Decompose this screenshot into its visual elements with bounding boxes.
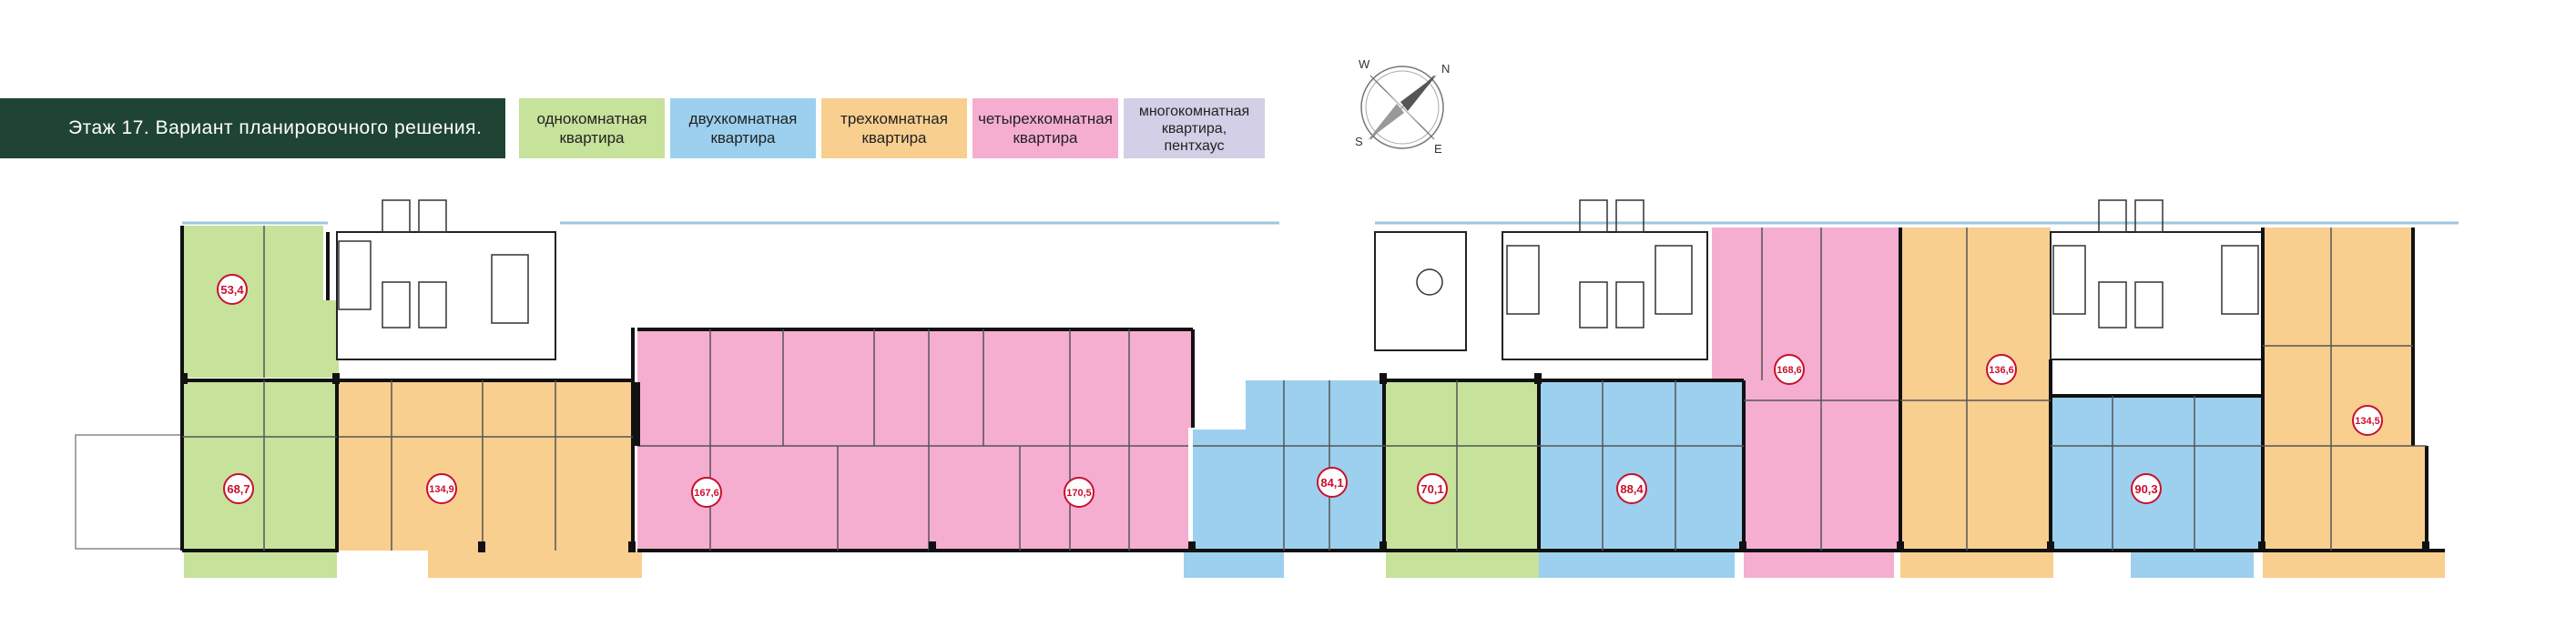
- apartment-zone-5: [929, 329, 1193, 551]
- compass-south-label: S: [1355, 135, 1363, 148]
- core-center: [1502, 231, 1708, 360]
- legend-three-room-label: трехкомнатная квартира: [840, 110, 948, 147]
- legend-four-room-label: четырехкомнатная квартира: [978, 110, 1113, 147]
- area-label-6-text: 84,1: [1320, 476, 1343, 490]
- area-labels: 53,4 68,7 134,9 167,6 170,5 84,1 70,1 88…: [217, 274, 2383, 508]
- legend-two-room: двухкомнатная квартира: [670, 98, 816, 158]
- legend-four-room: четырехкомнатная квартира: [972, 98, 1118, 158]
- area-label-10: 136,6: [1986, 354, 2017, 385]
- compass-east-label: E: [1434, 142, 1442, 156]
- area-label-4: 167,6: [691, 477, 722, 508]
- area-label-7-text: 70,1: [1420, 482, 1443, 496]
- area-label-4-text: 167,6: [694, 488, 719, 499]
- area-label-11: 90,3: [2131, 473, 2162, 504]
- apartment-zone-10: [1900, 228, 2053, 578]
- compass-rose: N E S W: [1355, 57, 1450, 156]
- apartment-zone-7: [1384, 380, 1539, 578]
- apartment-zone-3: [339, 380, 642, 578]
- legend-two-room-label: двухкомнатная квартира: [688, 110, 798, 147]
- legend-one-room: однокомнатная квартира: [519, 98, 665, 158]
- legend-one-room-label: однокомнатная квартира: [536, 110, 647, 147]
- core-right: [2050, 231, 2263, 360]
- area-label-3-text: 134,9: [429, 484, 454, 495]
- area-label-8-text: 88,4: [1620, 482, 1644, 496]
- area-label-2: 68,7: [223, 473, 254, 504]
- area-label-2-text: 68,7: [227, 482, 249, 496]
- area-label-6: 84,1: [1317, 467, 1348, 498]
- apartment-zone-12: [2263, 228, 2445, 578]
- area-label-1-text: 53,4: [220, 283, 244, 297]
- area-label-12-text: 134,5: [2355, 416, 2380, 427]
- terrace-left: [75, 434, 186, 550]
- structural-columns: [180, 373, 2429, 552]
- legend-multi-room-label: многокомнатная квартира, пентхаус: [1138, 103, 1250, 154]
- area-label-1: 53,4: [217, 274, 248, 305]
- apartment-zones: [184, 226, 2445, 578]
- interior-partitions: [182, 226, 2427, 551]
- area-label-7: 70,1: [1417, 473, 1448, 504]
- compass-west-label: W: [1359, 57, 1370, 71]
- legend-three-room: трехкомнатная квартира: [821, 98, 967, 158]
- page-title-text: Этаж 17. Вариант планировочного решения.: [68, 117, 483, 138]
- area-label-3: 134,9: [426, 473, 457, 504]
- legend-multi-room: многокомнатная квартира, пентхаус: [1124, 98, 1265, 158]
- apartment-zone-9: [1712, 228, 1899, 578]
- area-label-12: 134,5: [2352, 405, 2383, 436]
- area-label-10-text: 136,6: [1989, 365, 2014, 376]
- compass-north-label: N: [1441, 62, 1450, 76]
- area-label-5-text: 170,5: [1066, 488, 1092, 499]
- area-label-9-text: 168,6: [1777, 365, 1802, 376]
- building-walls: [180, 226, 2445, 552]
- area-label-9: 168,6: [1774, 354, 1805, 385]
- page-title: Этаж 17. Вариант планировочного решения.: [0, 98, 505, 158]
- apartment-zone-2: [184, 380, 337, 578]
- apartment-zone-1: [184, 226, 339, 378]
- area-label-8: 88,4: [1616, 473, 1647, 504]
- area-label-11-text: 90,3: [2134, 482, 2157, 496]
- area-label-5: 170,5: [1064, 477, 1095, 508]
